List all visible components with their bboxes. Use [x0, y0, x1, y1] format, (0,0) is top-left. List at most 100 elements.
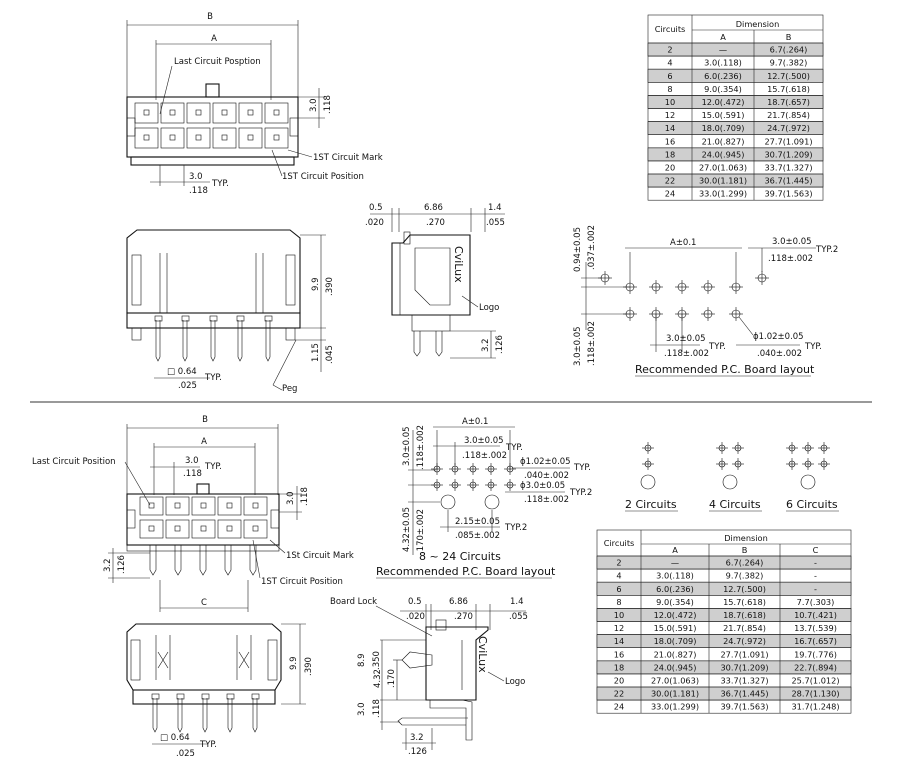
- table-header-dimension: Dimension: [736, 19, 780, 29]
- side-h-in: .390: [325, 277, 335, 296]
- pin: [237, 320, 243, 362]
- last-circuit-label: Last Circuit Position: [32, 457, 116, 467]
- table-cell: 6.0(.236): [704, 71, 742, 81]
- table-cell: 14: [614, 636, 624, 646]
- pitch-top-in: .118±.002: [768, 254, 813, 264]
- pitch-typ: TYP.: [211, 179, 229, 189]
- table-cell: 27.0(1.063): [651, 676, 699, 686]
- table-cell: 31.7(1.248): [791, 702, 839, 712]
- cavity: [238, 102, 263, 124]
- cavity: [139, 519, 164, 539]
- table-subheader: B: [742, 545, 748, 555]
- logo-label: Logo: [505, 677, 525, 687]
- top-profile-view: 0.5 6.86 1.4 .020 .270 .055 CviLux Logo …: [365, 203, 505, 359]
- first-mark-label: 1ST Circuit Mark: [313, 153, 383, 163]
- hole2-in: .118±.002: [524, 495, 569, 505]
- pitch-bot-in: .118±.002: [664, 349, 709, 359]
- table-cell: 30.0(1.181): [651, 689, 699, 699]
- table-cell: 6: [667, 71, 672, 81]
- pin: [182, 320, 188, 362]
- dim-a-label: A: [211, 34, 217, 44]
- table-cell: 2: [616, 558, 621, 568]
- dim-b-label: B: [207, 12, 213, 22]
- pitch-typ: TYP.: [204, 462, 222, 472]
- left-bot-in: .118±.002: [587, 321, 597, 366]
- profile-pin-mm: 3.2: [481, 338, 491, 352]
- table-cell: 33.7(1.327): [720, 676, 768, 686]
- table-cell: 6.7(.264): [770, 45, 808, 55]
- height-in: .118: [300, 487, 310, 506]
- cavity: [191, 496, 216, 516]
- peg-in: .045: [325, 345, 335, 364]
- table-subheader: A: [720, 32, 726, 42]
- height-in: .118: [323, 95, 333, 114]
- side-h-mm: 9.9: [289, 656, 299, 670]
- small-hole-patterns: [640, 442, 830, 490]
- profile-top-mm-0: 0.5: [408, 597, 422, 607]
- table-cell: 6.0(.236): [656, 584, 694, 594]
- cavity: [139, 496, 164, 516]
- side-h-in: .390: [304, 657, 314, 676]
- terminal-square: [148, 502, 155, 509]
- pin: [249, 545, 257, 576]
- table-cell: 12.7(.500): [767, 71, 810, 81]
- table-cell: 9.7(.382): [726, 571, 764, 581]
- profile-top-in-2: .055: [486, 218, 505, 228]
- pin: [202, 698, 208, 733]
- left-top-in: .037±.002: [587, 225, 597, 270]
- profile-v1-in: .350: [372, 651, 382, 670]
- table-cell: 33.0(1.299): [651, 702, 699, 712]
- pin-size-mm: □ 0.64: [160, 733, 190, 743]
- pin-row: [154, 315, 273, 362]
- profile-top-in-2: .055: [509, 612, 528, 622]
- pin: [265, 320, 271, 362]
- left-bot-mm: 4.32±0.05: [402, 507, 412, 552]
- cavity-grid: [139, 496, 268, 539]
- table-subheader: A: [672, 545, 678, 555]
- pitch-top-mm: 3.0±0.05: [772, 237, 812, 247]
- pin: [210, 320, 216, 362]
- dim-a-label: A: [201, 437, 207, 447]
- brand-logo-text: CviLux: [476, 636, 489, 673]
- table-cell: 22: [665, 176, 675, 186]
- hole-mm: ϕ1.02±0.05: [753, 332, 804, 342]
- left-bot-mm: 3.0±0.05: [573, 326, 583, 366]
- pin-size-mm: □ 0.64: [167, 367, 197, 377]
- height-mm: 3.0: [309, 98, 319, 112]
- profile-pin-mm: 3.2: [410, 733, 424, 743]
- pin-typ: TYP.: [199, 740, 217, 750]
- table-cell: 24.0(.945): [702, 149, 745, 159]
- table-cell: 39.7(1.563): [764, 189, 812, 199]
- small-layout-label-2: 2 Circuits: [625, 498, 677, 511]
- table-cell: 13.7(.539): [794, 623, 837, 633]
- table-cell: 9.0(.354): [704, 84, 742, 94]
- table-cell: -: [814, 558, 817, 568]
- hole1-in: .040±.002: [524, 471, 569, 481]
- left-mm: 3.2: [103, 558, 113, 572]
- pitch-in: .118: [189, 186, 208, 196]
- cavity: [238, 127, 263, 149]
- cavity: [264, 127, 289, 149]
- profile-v1-mm: 8.9: [357, 653, 367, 667]
- table-cell: 25.7(1.012): [791, 676, 839, 686]
- table-cell: 18.7(.618): [723, 610, 766, 620]
- hole-pattern: [598, 271, 769, 321]
- pin: [149, 545, 157, 576]
- table-cell: 15.0(.591): [702, 110, 745, 120]
- bottom-front-view: B A 3.0 TYP. .118 Last Circuit Position …: [32, 415, 354, 612]
- table-cell: 12.7(.500): [723, 584, 766, 594]
- table-cell: 10: [614, 610, 624, 620]
- table-cell: 16: [665, 136, 675, 146]
- profile-top-mm-0: 0.5: [369, 203, 383, 213]
- cavity: [134, 102, 159, 124]
- board-lock-hole: [800, 474, 816, 490]
- cavity: [217, 496, 242, 516]
- profile-top-mm-1: 6.86: [424, 203, 443, 213]
- table-cell: 30.7(1.209): [764, 149, 812, 159]
- terminal-square: [174, 525, 181, 532]
- table-cell: 24.0(.945): [654, 662, 697, 672]
- terminal-square: [195, 134, 202, 141]
- table-cell: —: [671, 558, 679, 568]
- dim-c-label: C: [201, 598, 207, 608]
